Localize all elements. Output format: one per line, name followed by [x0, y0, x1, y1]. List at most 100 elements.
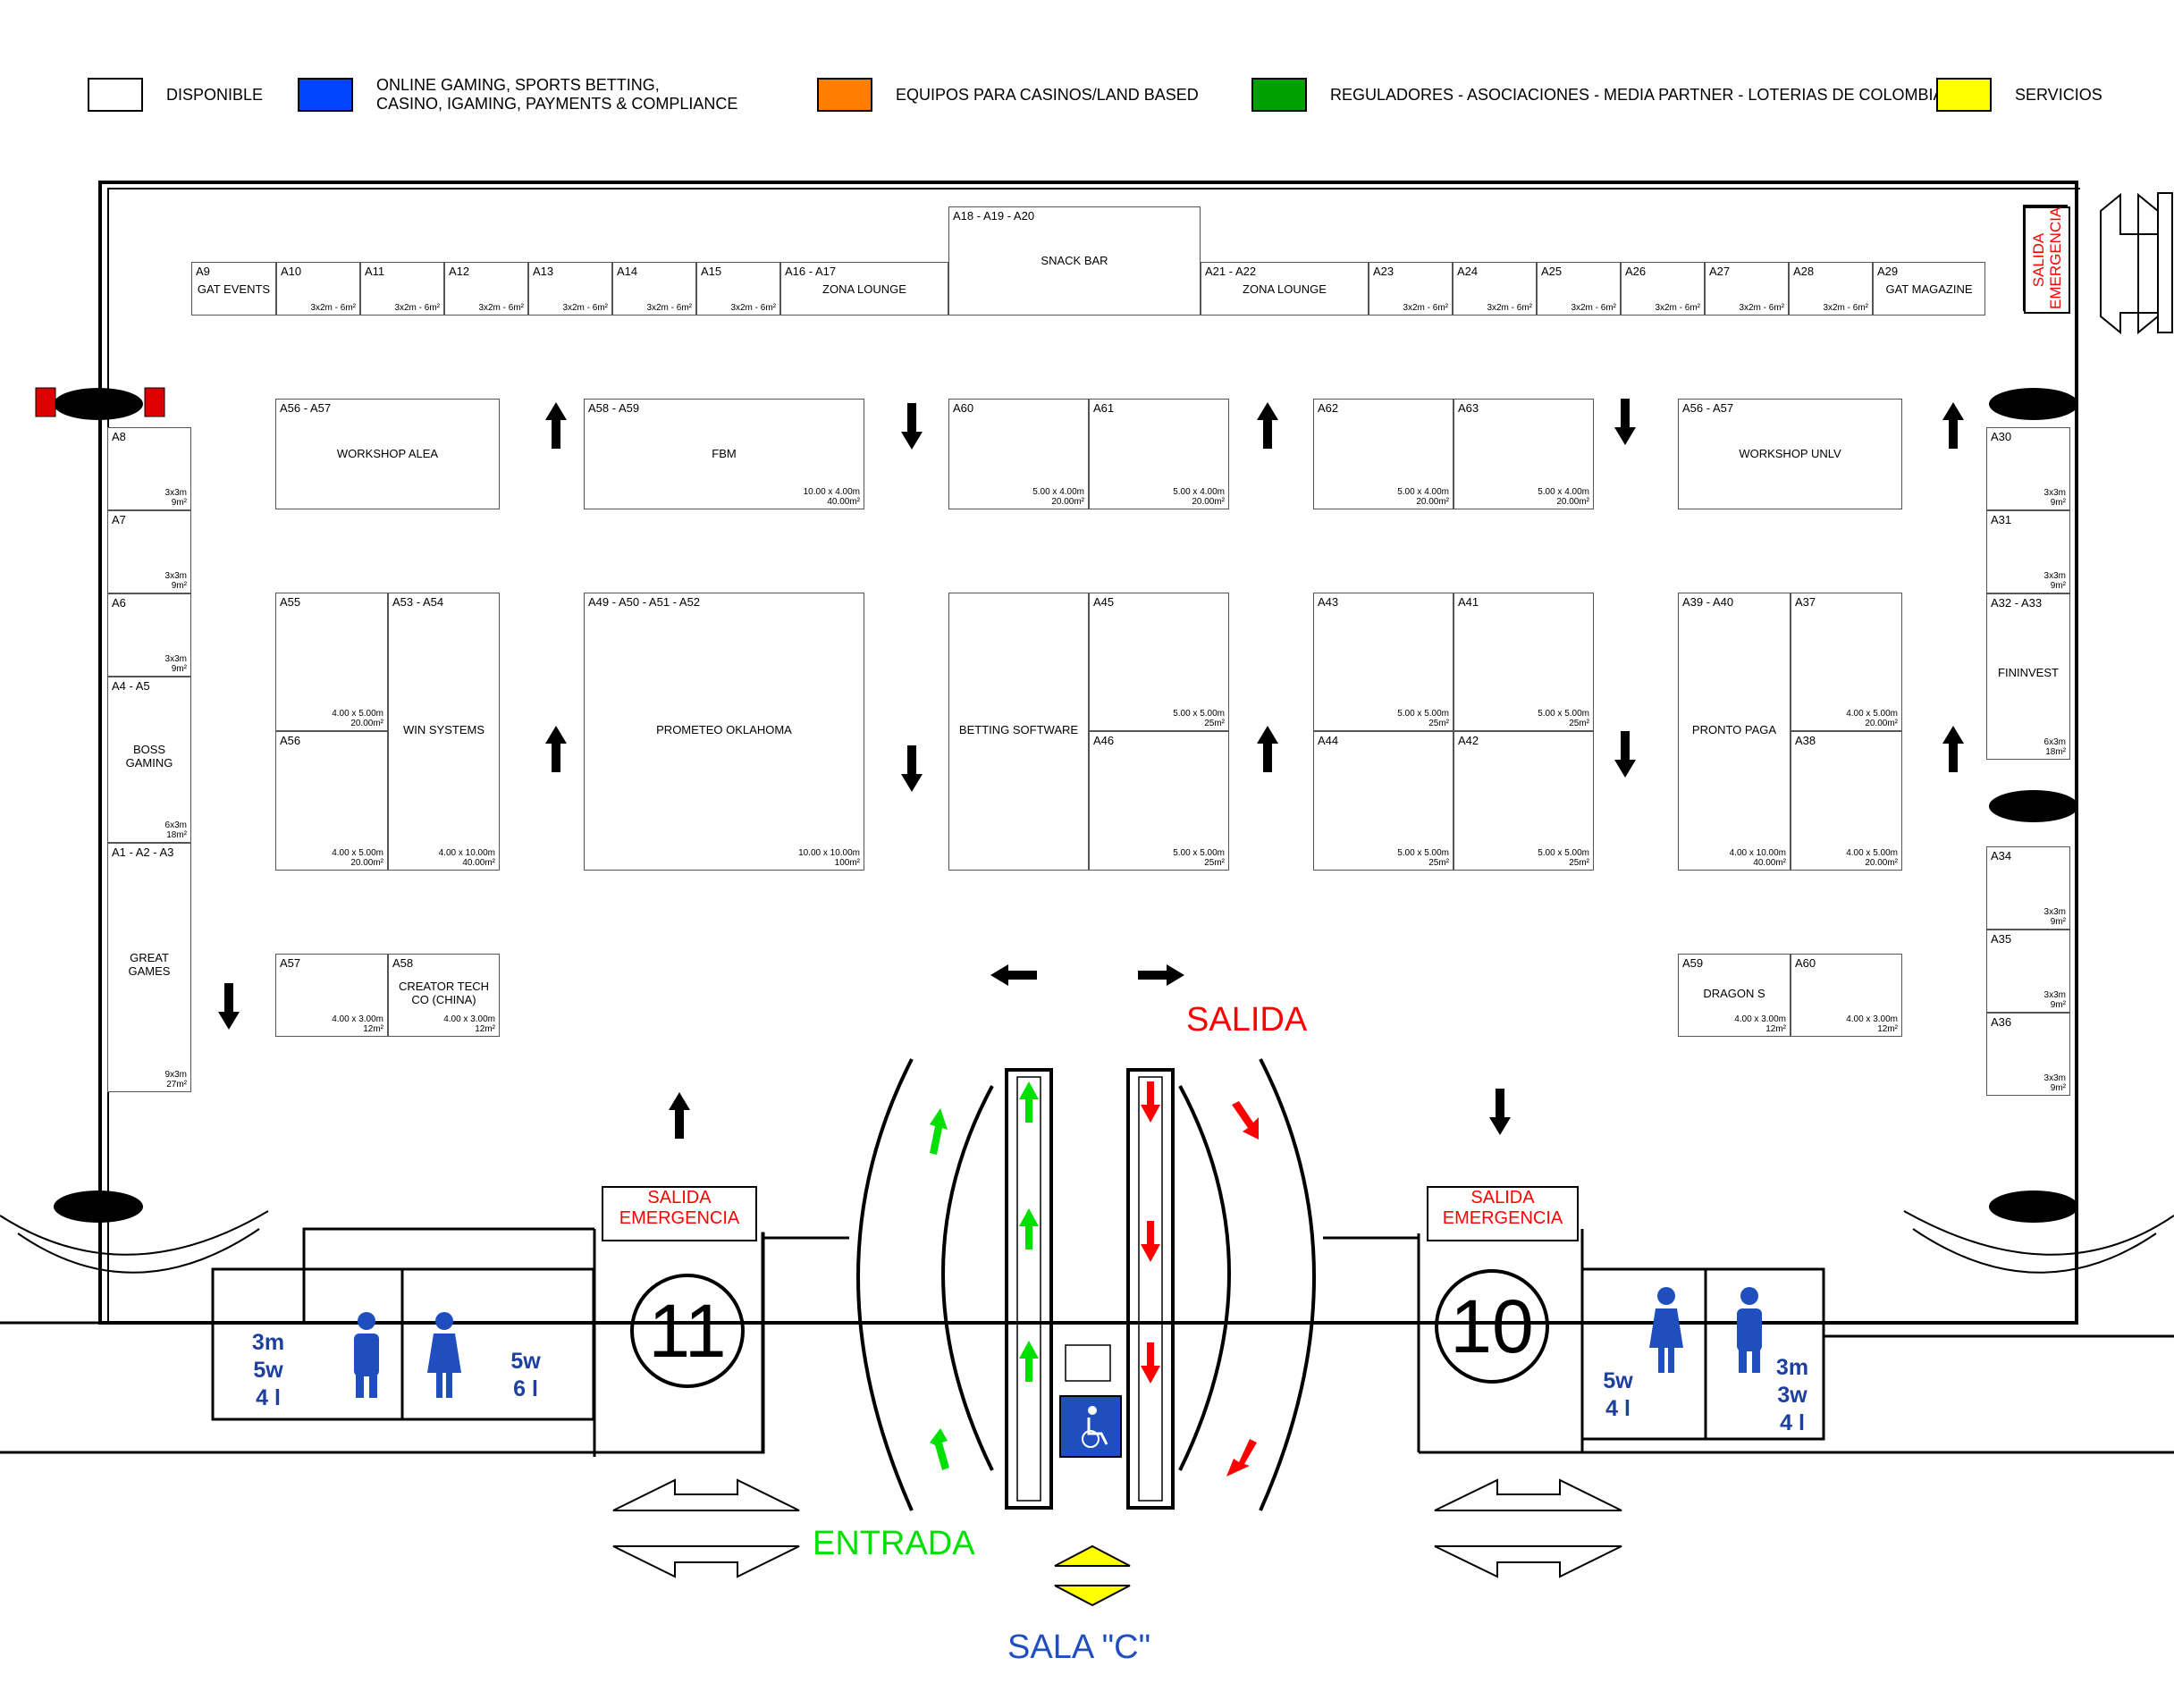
booth-code: A25 — [1541, 265, 1563, 278]
booth-code: A42 — [1458, 734, 1479, 747]
booth-size-dims: 4.00 x 3.00m — [1846, 1014, 1898, 1024]
booth-size-dims: 4.00 x 3.00m — [443, 1014, 495, 1024]
booth-size-dims: 5.00 x 4.00m — [1397, 487, 1449, 497]
booth-a23[interactable]: A23 3x2m - 6m² — [1369, 262, 1453, 316]
booth-size-area: 25m² — [1569, 719, 1589, 728]
booth-code: A18 - A19 - A20 — [953, 209, 1035, 223]
booth-size-area: 9m² — [2050, 917, 2066, 927]
booth-code: A39 - A40 — [1682, 595, 1734, 609]
booth-size-area: 40.00m² — [827, 497, 860, 507]
booth-size-area: 25m² — [1204, 719, 1225, 728]
booth-code: A56 - A57 — [280, 401, 332, 415]
booth-code: A23 — [1373, 265, 1395, 278]
exhibition-hall — [98, 181, 2078, 1325]
booth-size-dims: 10.00 x 4.00m — [803, 487, 860, 497]
booth-size: 3x2m - 6m² — [1403, 303, 1448, 313]
booth-code: A46 — [1093, 734, 1115, 747]
booth-size: 3x2m - 6m² — [1739, 303, 1784, 313]
booth-size-area: 25m² — [1204, 858, 1225, 868]
booth-code: A21 - A22 — [1205, 265, 1257, 278]
booth-size-area: 25m² — [1428, 719, 1449, 728]
booth-size-dims: 6x3m — [2043, 737, 2066, 747]
booth-size-dims: 4.00 x 3.00m — [1734, 1014, 1786, 1024]
booth-code: A30 — [1991, 430, 2012, 443]
booth-name: ZONA LOUNGE — [1243, 282, 1327, 296]
restroom-capacity: 5w 6 l — [510, 1349, 541, 1401]
booth-size-dims: 4.00 x 3.00m — [332, 1014, 383, 1024]
booth-size-area: 12m² — [475, 1024, 495, 1034]
booth-betting-software[interactable]: BETTING SOFTWARE — [948, 593, 1089, 871]
arrow-up-icon — [669, 1092, 690, 1139]
booth-size-area: 20.00m² — [350, 858, 383, 868]
booth-size-dims: 5.00 x 4.00m — [1032, 487, 1084, 497]
booth-name: BOSS GAMING — [125, 743, 173, 770]
legend-item-online-gaming: ONLINE GAMING, SPORTS BETTING, CASINO, I… — [298, 75, 737, 114]
booth-size-area: 18m² — [166, 830, 187, 840]
booth-size-dims: 4.00 x 5.00m — [332, 848, 383, 858]
booth-size-area: 27m² — [166, 1080, 187, 1090]
booth-code: A57 — [280, 956, 301, 970]
booth-name: WORKSHOP UNLV — [1739, 447, 1841, 460]
booth-code: A29 — [1877, 265, 1899, 278]
booth-size-dims: 10.00 x 10.00m — [798, 848, 860, 858]
booth-size: 3x2m - 6m² — [730, 303, 776, 313]
booth-size-dims: 4.00 x 10.00m — [438, 848, 495, 858]
